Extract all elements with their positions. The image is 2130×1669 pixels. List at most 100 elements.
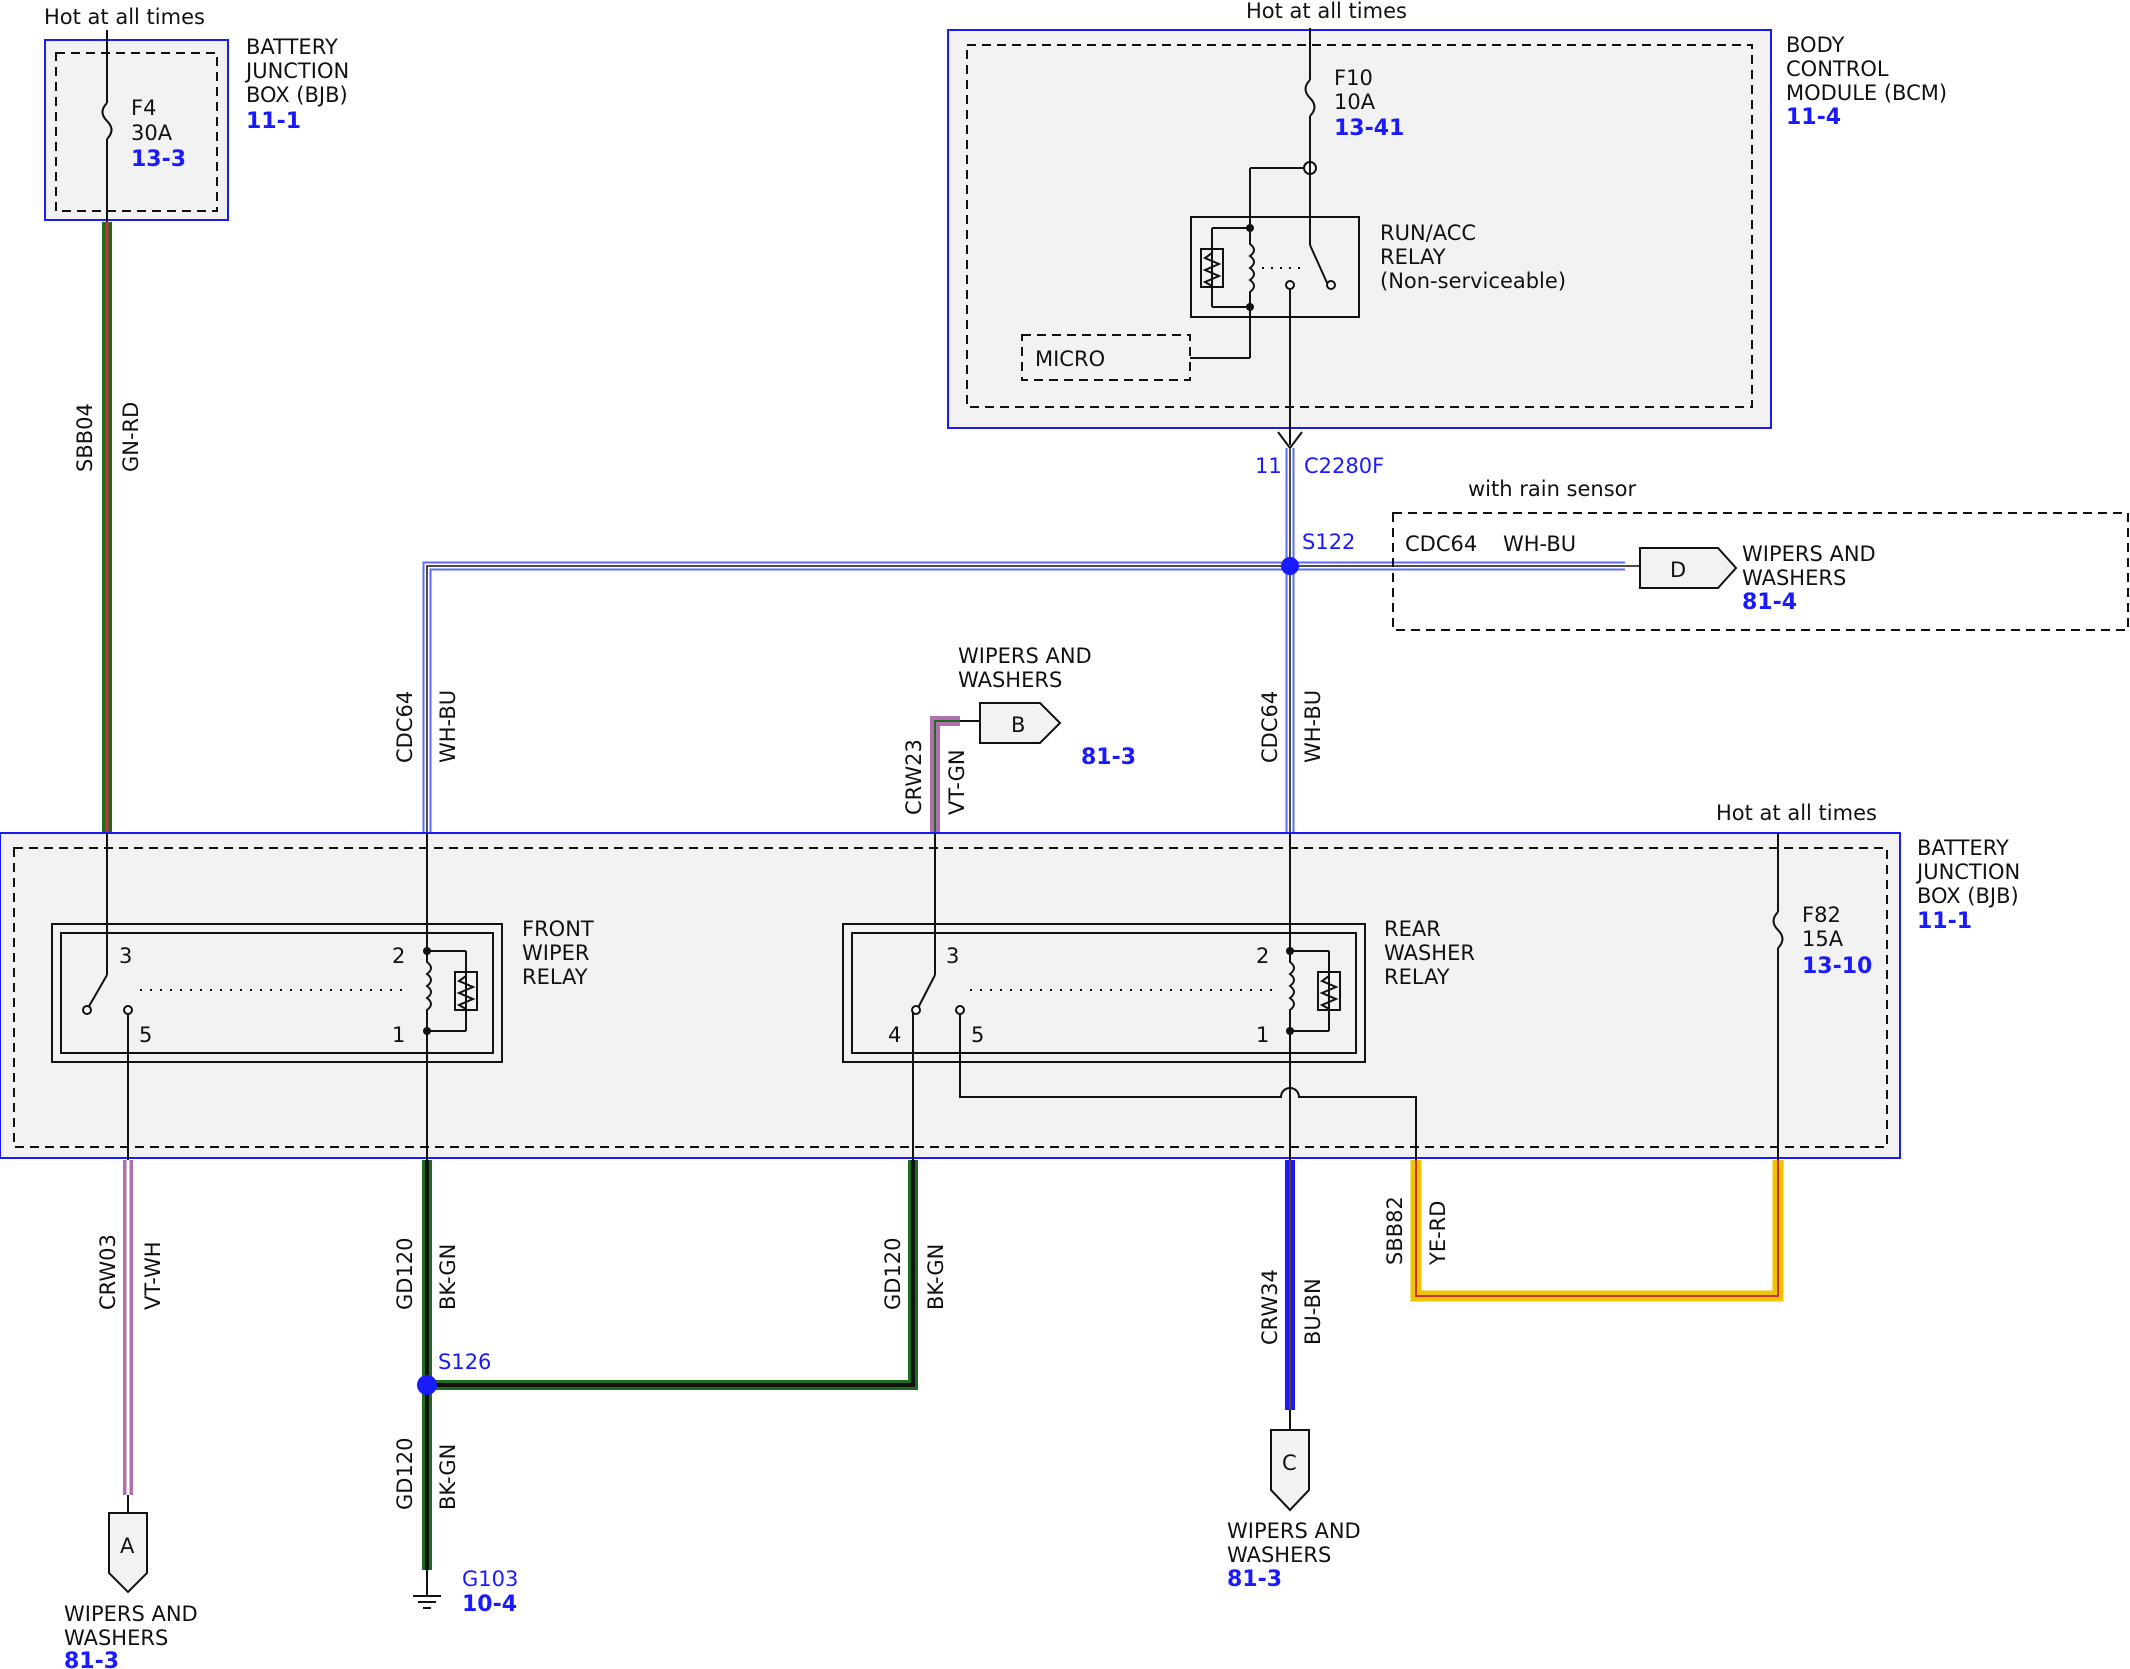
wire-gd120: GD120 BK-GN GD120 BK-GN GD120 BK-GN S126…	[393, 1160, 948, 1617]
run-acc-coil	[1248, 228, 1255, 307]
crw03-circuit: CRW03	[96, 1234, 120, 1310]
crw23-color: VT-GN	[945, 749, 969, 815]
cdc64-right-circuit: CDC64	[1258, 691, 1282, 763]
crw34-circuit: CRW34	[1258, 1269, 1282, 1345]
wire-cdc64-right: CDC64 WH-BU	[1258, 448, 1325, 833]
f82-amps: 15A	[1802, 927, 1844, 951]
connector-a-letter: A	[120, 1534, 135, 1558]
rear-relay-pin-1: 1	[1256, 1023, 1269, 1047]
splice-s126	[417, 1375, 437, 1395]
front-relay-pin-3: 3	[119, 944, 132, 968]
f4-amps: 30A	[131, 121, 173, 145]
f82-ref: 13-10	[1802, 954, 1872, 979]
rear-relay-pin-3: 3	[946, 944, 959, 968]
crw23-circuit: CRW23	[902, 739, 926, 815]
f82-fuse-icon	[1772, 911, 1784, 949]
cdc64-left-color: WH-BU	[436, 690, 460, 763]
run-acc-resistor	[1200, 248, 1224, 288]
crw03-color: VT-WH	[141, 1241, 165, 1310]
wire-sbb04: SBB04 GN-RD	[73, 222, 143, 833]
crw34-color: BU-BN	[1301, 1278, 1325, 1345]
f10-ref: 13-41	[1334, 116, 1404, 141]
connector-c-icon	[1270, 1429, 1310, 1512]
rear-relay-inner	[851, 932, 1357, 1054]
connector-c2280f: 11 C2280F	[1255, 431, 1384, 478]
front-relay-pin-5: 5	[139, 1023, 152, 1047]
rain-box	[1392, 512, 2129, 631]
rear-relay-pin-5: 5	[971, 1023, 984, 1047]
f10-amps: 10A	[1334, 90, 1376, 114]
connector-b-letter: B	[1011, 713, 1025, 737]
gd120-c-circuit: GD120	[393, 1437, 417, 1510]
conn-a-ref: 81-3	[64, 1649, 119, 1669]
bcm-hot-label: Hot at all times	[1246, 0, 1407, 23]
f10-fuse-icon	[1304, 79, 1316, 117]
run-acc-switch	[1309, 244, 1329, 286]
front-relay-pin-1: 1	[392, 1023, 405, 1047]
front-relay-switch	[87, 974, 108, 1009]
front-relay-outer	[51, 923, 503, 1063]
bcm-ref: 11-4	[1786, 105, 1841, 130]
rear-relay-switch	[917, 974, 936, 1009]
gd120-a-circuit: GD120	[393, 1237, 417, 1310]
rain-sensor-branch: with rain sensor CDC64 WH-BU D WIPERS AN…	[1290, 477, 2129, 631]
connector-d-icon	[1639, 547, 1738, 589]
bjb-top-ref: 11-1	[246, 109, 301, 134]
rear-relay-outer	[842, 923, 1366, 1063]
conn-c-ref: 81-3	[1227, 1567, 1282, 1592]
connector-a-icon	[108, 1512, 148, 1594]
f4-fuse-icon	[101, 102, 113, 140]
rain-circuit: CDC64	[1405, 532, 1477, 556]
front-relay-coil	[425, 833, 432, 1160]
conn-b-ref: 81-3	[1081, 745, 1136, 770]
sbb82-color: YE-RD	[1426, 1201, 1450, 1266]
c2280f-id: C2280F	[1304, 454, 1384, 478]
splice-s122	[1281, 557, 1299, 575]
gd120-c-color: BK-GN	[436, 1444, 460, 1510]
f4-ref: 13-3	[131, 147, 186, 172]
bjb-top-inner	[55, 52, 218, 212]
rear-relay-coil	[1288, 833, 1295, 1160]
gd120-b-circuit: GD120	[881, 1237, 905, 1310]
front-relay-pin-2: 2	[392, 944, 405, 968]
f82-id: F82	[1802, 903, 1841, 927]
rain-color: WH-BU	[1503, 532, 1576, 556]
wire-sbb82: SBB82 YE-RD	[1383, 1160, 1784, 1302]
f10-id: F10	[1334, 66, 1373, 90]
rain-ref: 81-4	[1742, 590, 1797, 615]
sbb82-circuit: SBB82	[1383, 1196, 1407, 1265]
ground-ref: 10-4	[462, 1592, 517, 1617]
sbb04-color: GN-RD	[119, 402, 143, 472]
bcm-inner	[966, 44, 1753, 408]
cdc64-right-color: WH-BU	[1301, 690, 1325, 763]
connector-c-letter: C	[1282, 1451, 1297, 1475]
rain-title: with rain sensor	[1468, 477, 1637, 501]
c2280f-pin: 11	[1255, 454, 1282, 478]
ground-id: G103	[462, 1567, 518, 1591]
cdc64-left-circuit: CDC64	[393, 691, 417, 763]
sbb04-circuit: SBB04	[73, 403, 97, 472]
run-acc-relay-box	[1190, 216, 1360, 318]
connector-d-letter: D	[1670, 558, 1686, 582]
s126-label: S126	[438, 1350, 491, 1374]
rear-relay-pin-2: 2	[1256, 944, 1269, 968]
front-relay-resistor	[454, 971, 478, 1011]
bjb-top-outline	[44, 39, 229, 221]
rear-relay-resistor	[1317, 971, 1341, 1011]
